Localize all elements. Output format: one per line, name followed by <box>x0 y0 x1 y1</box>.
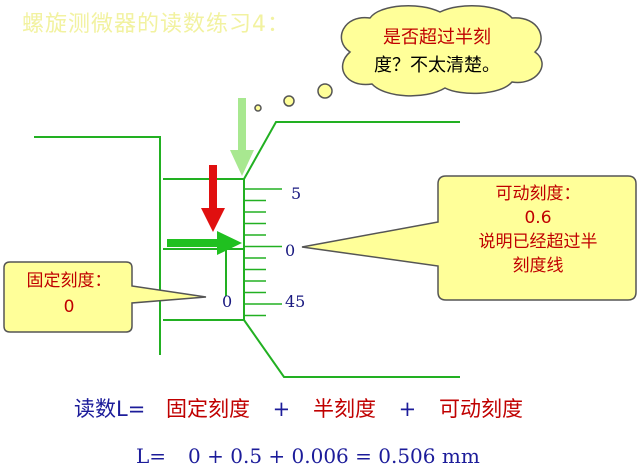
formula-plus-1: + <box>272 397 291 421</box>
thought-bubble <box>340 5 543 97</box>
formula-half-term: 半刻度 <box>312 397 376 421</box>
fixed-callout-line-1: 固定刻度： <box>26 271 112 291</box>
formula-plus-2: + <box>398 397 417 421</box>
movable-callout-line-4: 刻度线 <box>512 256 564 276</box>
thought-line-2: 度？不太清楚。 <box>374 55 500 76</box>
thought-bubble-text: 是否超过半刻 度？不太清楚。 <box>342 24 532 80</box>
fixed-scale-zero-label: 0 <box>222 292 233 311</box>
thimble-bottom-outline <box>243 319 460 378</box>
thought-dot-large <box>317 83 333 99</box>
thimble-scale-ticks <box>244 188 282 317</box>
thimble-label-lower: 45 <box>285 292 306 311</box>
page-title: 螺旋测微器的读数练习4： <box>22 12 290 37</box>
result-expression: 0 + 0.5 + 0.006 = 0.506 mm <box>188 444 480 468</box>
formula-label: 读数L= <box>74 397 146 421</box>
fixed-callout-line-2: 0 <box>63 297 75 317</box>
result-label: L= <box>136 444 167 468</box>
sleeve-top-left-outline <box>34 136 161 355</box>
formula-movable-term: 可动刻度 <box>438 397 523 421</box>
thought-dot-medium <box>283 95 295 107</box>
movable-callout-line-3: 说明已经超过半 <box>478 232 598 252</box>
movable-callout-line-1: 可动刻度： <box>495 184 581 204</box>
movable-scale-callout-text: 可动刻度： 0.6 说明已经超过半 刻度线 <box>440 182 636 278</box>
green-arrow-icon <box>167 231 242 255</box>
light-green-arrow-icon <box>230 98 254 176</box>
movable-scale-callout-box <box>301 175 637 301</box>
thought-dot-small <box>254 104 262 112</box>
reading-result: L= 0 + 0.5 + 0.006 = 0.506 mm <box>136 444 480 468</box>
thimble-label-middle: 0 <box>285 241 296 260</box>
thimble-label-upper: 5 <box>291 184 302 203</box>
fixed-scale-callout-text: 固定刻度： 0 <box>6 268 132 320</box>
red-arrow-icon <box>201 165 225 232</box>
formula-fixed-term: 固定刻度 <box>165 397 250 421</box>
reading-formula: 读数L= 固定刻度 + 半刻度 + 可动刻度 <box>74 393 523 423</box>
thought-line-1: 是否超过半刻 <box>383 27 491 48</box>
thimble-top-outline <box>243 121 460 180</box>
fixed-scale-callout-box <box>3 261 207 333</box>
movable-callout-line-2: 0.6 <box>524 208 552 228</box>
